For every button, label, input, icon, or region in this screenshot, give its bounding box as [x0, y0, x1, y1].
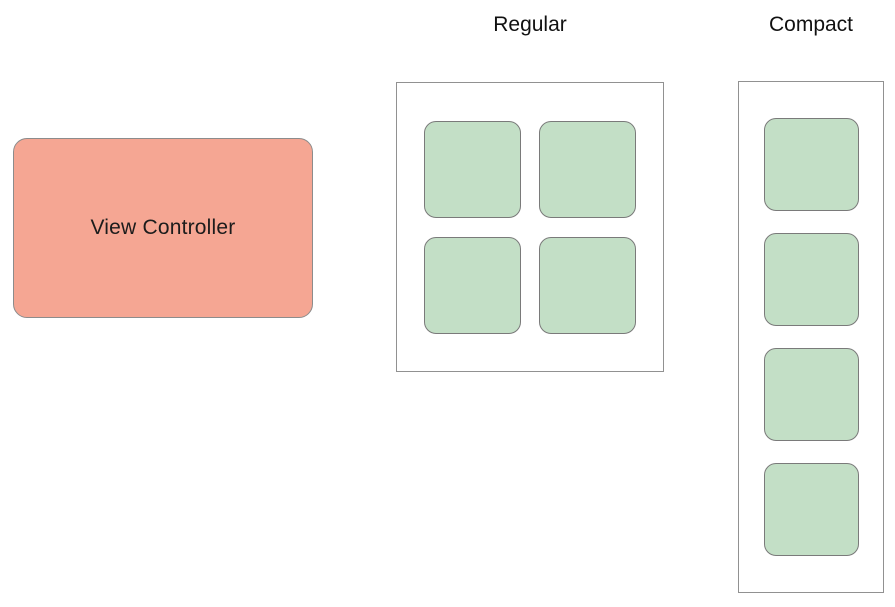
child-view	[539, 120, 636, 218]
child-view	[763, 463, 859, 556]
compact-container	[738, 81, 884, 593]
child-view	[424, 120, 521, 218]
child-view	[539, 236, 636, 334]
regular-label: Regular	[493, 13, 567, 36]
view-controller-box: View Controller	[13, 138, 313, 318]
child-view	[763, 348, 859, 441]
child-view	[763, 233, 859, 326]
view-controller-label: View Controller	[90, 216, 236, 239]
child-view	[424, 236, 521, 334]
child-view	[763, 118, 859, 211]
compact-label: Compact	[768, 13, 854, 36]
regular-container	[396, 82, 664, 372]
